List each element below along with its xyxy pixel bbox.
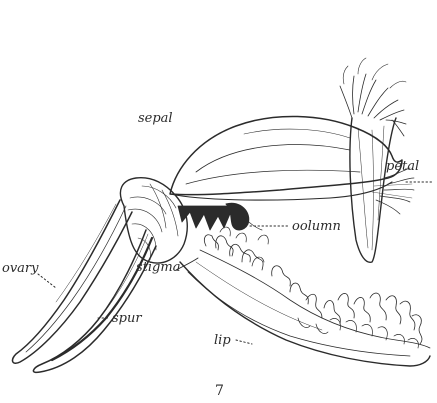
petal-label: petal (386, 160, 419, 173)
sepal-label: sepal (138, 112, 173, 125)
ovary-label: ovary (2, 262, 38, 275)
lip-label: lip (214, 334, 231, 347)
stigma-label: stigma (136, 261, 180, 274)
spur-drawing (33, 230, 156, 372)
column-label: oolumn (292, 220, 341, 233)
page-number: 7 (215, 384, 224, 398)
sepal-drawing (170, 116, 414, 214)
ovary-drawing (13, 200, 132, 363)
column-drawing (178, 203, 262, 230)
spur-label: spur (112, 312, 142, 325)
